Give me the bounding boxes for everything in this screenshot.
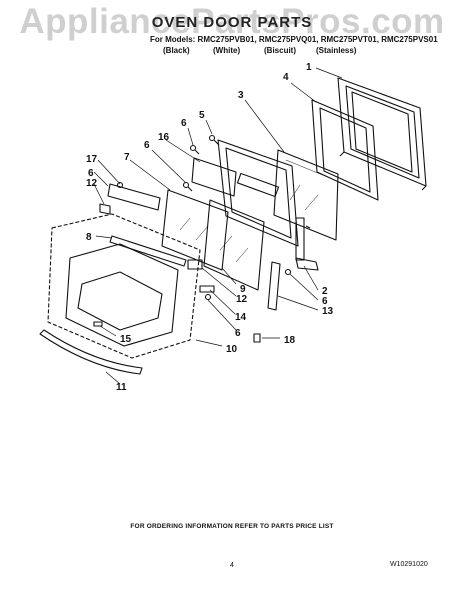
part-screw-5 — [208, 134, 220, 146]
part-screws-6 — [116, 144, 292, 301]
leader-lines — [93, 67, 343, 385]
part-inner-glass — [273, 149, 339, 241]
part-door-handle — [39, 329, 143, 375]
part-hinge-channel — [267, 261, 281, 311]
document-number: W10291020 — [390, 561, 428, 568]
callout-7: 7 — [124, 152, 130, 163]
callout-15: 15 — [120, 334, 132, 345]
finish-white: (White) — [213, 46, 241, 55]
part-bracket-12 — [187, 259, 215, 293]
part-vent-bracket — [99, 183, 161, 215]
callout-18: 18 — [284, 335, 296, 346]
finish-biscuit: (Biscuit) — [264, 46, 296, 55]
callout-12b: 12 — [236, 294, 248, 305]
callout-3: 3 — [238, 90, 244, 101]
callout-16: 16 — [158, 132, 170, 143]
part-outer-door-panel — [47, 213, 201, 359]
callout-8: 8 — [86, 232, 92, 243]
callout-13: 13 — [322, 306, 334, 317]
callout-9: 9 — [240, 284, 246, 295]
callout-4: 4 — [283, 72, 289, 83]
callout-labels: 1 2 3 4 5 6 6 6 6 6 7 8 9 10 11 12 12 13… — [86, 62, 334, 393]
part-heat-shield — [191, 157, 237, 197]
watermark-logo: AppliancePartsPros.com — [19, 2, 445, 41]
part-door-trim — [109, 235, 187, 267]
callout-11: 11 — [116, 382, 127, 393]
callout-2: 2 — [322, 286, 328, 297]
part-outer-door-frame — [337, 77, 427, 191]
callout-10: 10 — [226, 344, 238, 355]
callout-14: 14 — [235, 312, 247, 323]
callout-6d: 6 — [322, 296, 328, 307]
part-hinge — [295, 217, 319, 271]
callout-6e: 6 — [235, 328, 241, 339]
part-window-glass — [203, 199, 265, 291]
model-list: For Models: RMC275PVB01, RMC275PVQ01, RM… — [150, 35, 438, 44]
finish-stainless: (Stainless) — [316, 46, 357, 55]
finish-black: (Black) — [163, 46, 190, 55]
callout-6b: 6 — [144, 140, 150, 151]
callout-6c: 6 — [88, 168, 94, 179]
part-middle-glass — [161, 189, 229, 271]
page-number: 4 — [230, 562, 234, 569]
ordering-note: FOR ORDERING INFORMATION REFER TO PARTS … — [130, 523, 334, 530]
callout-6a: 6 — [181, 118, 187, 129]
page-title: OVEN DOOR PARTS — [151, 14, 313, 31]
callout-1: 1 — [306, 62, 312, 73]
callout-17: 17 — [86, 154, 98, 165]
callout-12a: 12 — [86, 178, 98, 189]
part-door-liner — [217, 139, 299, 247]
part-door-gasket — [311, 99, 379, 201]
callout-5: 5 — [199, 110, 205, 121]
part-clip — [253, 333, 261, 343]
